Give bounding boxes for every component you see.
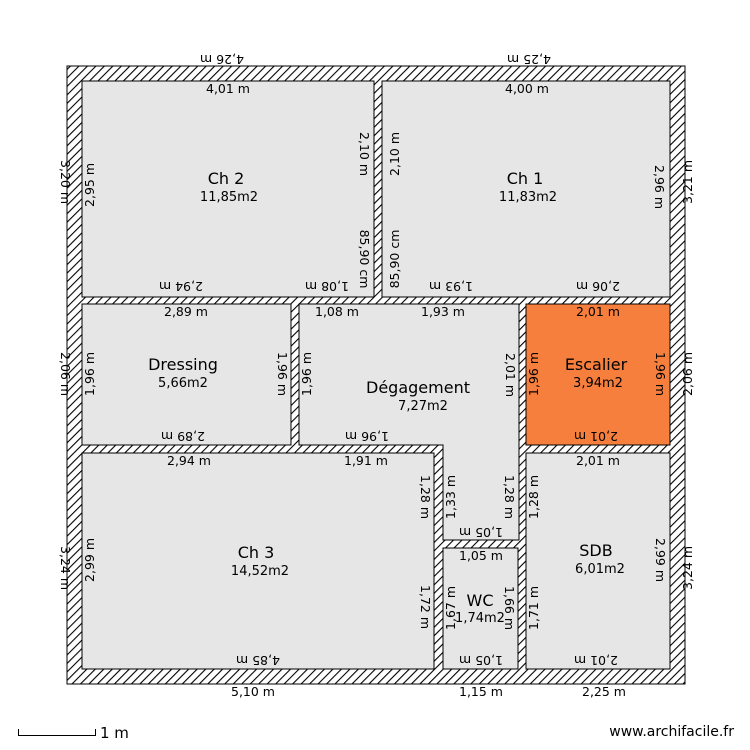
dim-ch3-top-b: 1,91 m bbox=[344, 453, 388, 468]
room-dressing[interactable] bbox=[81, 303, 292, 446]
dim-sdb-top: 2,01 m bbox=[576, 453, 620, 468]
dim-wc-bottom: 1,05 m bbox=[459, 653, 503, 668]
ch1-name: Ch 1 bbox=[507, 169, 544, 188]
dim-ch1-left-b: 85,90 cm bbox=[387, 230, 402, 289]
dim-wc-top: 1,05 m bbox=[459, 548, 503, 563]
dim-sdb-left-b: 1,71 m bbox=[526, 586, 541, 630]
dim-ch3-bottom: 4,85 m bbox=[236, 653, 280, 668]
dim-ch1-bottom-b: 2,06 m bbox=[576, 279, 620, 294]
escalier-name: Escalier bbox=[565, 355, 628, 374]
dim-outer-bottom-mid: 1,15 m bbox=[459, 684, 503, 699]
dim-outer-right-mid: 2,06 m bbox=[680, 352, 695, 396]
room-ch2[interactable] bbox=[81, 80, 375, 298]
dim-deg-top-b: 1,93 m bbox=[421, 304, 465, 319]
dim-ch2-top: 4,01 m bbox=[206, 81, 250, 96]
dim-deg-top-a: 1,08 m bbox=[315, 304, 359, 319]
dim-ch2-left: 2,95 m bbox=[82, 163, 97, 207]
dim-esc-left: 1,96 m bbox=[526, 352, 541, 396]
sdb-area: 6,01m2 bbox=[575, 562, 625, 577]
dim-ch1-bottom-a: 1,93 m bbox=[429, 279, 473, 294]
escalier-area: 3,94m2 bbox=[573, 376, 623, 391]
dim-sdb-right: 2,99 m bbox=[653, 538, 668, 582]
ch3-area: 14,52m2 bbox=[231, 564, 289, 579]
room-ch1[interactable] bbox=[381, 80, 671, 298]
wc-name: WC bbox=[467, 591, 494, 610]
dim-ch2-right-b: 85,90 cm bbox=[357, 230, 372, 289]
dim-corridor-bottom: 1,05 m bbox=[459, 525, 503, 540]
dim-deg-right: 2,01 m bbox=[503, 353, 518, 397]
ch2-name: Ch 2 bbox=[208, 169, 245, 188]
dim-outer-top-right: 4,25 m bbox=[507, 52, 551, 67]
dim-dressing-left: 1,96 m bbox=[82, 352, 97, 396]
scale-bar bbox=[18, 729, 96, 736]
dim-deg-left: 1,96 m bbox=[299, 352, 314, 396]
dim-ch2-bottom-b: 1,08 m bbox=[305, 279, 349, 294]
dim-outer-bottom-right: 2,25 m bbox=[582, 684, 626, 699]
ch2-area: 11,85m2 bbox=[200, 190, 258, 205]
degagement-area: 7,27m2 bbox=[398, 399, 448, 414]
dim-ch3-right-b: 1,72 m bbox=[418, 585, 433, 629]
wc-area: 1,74m2 bbox=[455, 611, 505, 626]
archifacile-watermark: www.archifacile.fr bbox=[609, 724, 734, 740]
dim-ch2-bottom-a: 2,94 m bbox=[159, 279, 203, 294]
dim-corridor-right: 1,28 m bbox=[502, 475, 517, 519]
dim-ch1-right: 2,96 m bbox=[652, 165, 667, 209]
dim-ch3-top-a: 2,94 m bbox=[167, 453, 211, 468]
room-escalier[interactable] bbox=[525, 303, 671, 446]
dim-ch1-top: 4,00 m bbox=[505, 81, 549, 96]
room-wc[interactable] bbox=[442, 547, 519, 670]
scale-label: 1 m bbox=[100, 724, 129, 742]
dim-ch3-right-a: 1,28 m bbox=[418, 475, 433, 519]
dim-corridor-left: 1,33 m bbox=[443, 475, 458, 519]
dim-outer-left-top: 3,20 m bbox=[58, 160, 73, 204]
dim-outer-left-bottom: 3,24 m bbox=[58, 546, 73, 590]
dim-dressing-right: 1,96 m bbox=[275, 352, 290, 396]
dim-dressing-top: 2,89 m bbox=[164, 304, 208, 319]
dim-ch2-right-a: 2,10 m bbox=[357, 132, 372, 176]
dim-esc-right: 1,96 m bbox=[653, 352, 668, 396]
room-sdb[interactable] bbox=[525, 452, 671, 670]
dim-wc-left: 1,67 m bbox=[443, 586, 458, 630]
dim-outer-right-top: 3,21 m bbox=[680, 160, 695, 204]
dressing-name: Dressing bbox=[148, 355, 218, 374]
dim-outer-right-bottom: 3,24 m bbox=[680, 546, 695, 590]
dim-esc-top: 2,01 m bbox=[576, 304, 620, 319]
ch1-area: 11,83m2 bbox=[499, 190, 557, 205]
dressing-area: 5,66m2 bbox=[158, 376, 208, 391]
dim-ch3-left: 2,99 m bbox=[82, 538, 97, 582]
dim-outer-bottom-left: 5,10 m bbox=[231, 684, 275, 699]
dim-sdb-bottom: 2,01 m bbox=[574, 653, 618, 668]
dim-esc-bottom: 2,01 m bbox=[574, 429, 618, 444]
room-ch3[interactable] bbox=[81, 452, 435, 670]
dim-sdb-left-a: 1,28 m bbox=[526, 475, 541, 519]
room-degagement[interactable] bbox=[298, 303, 520, 541]
ch3-name: Ch 3 bbox=[238, 543, 275, 562]
degagement-name: Dégagement bbox=[366, 378, 470, 397]
dim-wc-right: 1,66 m bbox=[502, 586, 517, 630]
dim-outer-top-left: 4,26 m bbox=[200, 52, 244, 67]
dim-ch1-left-a: 2,10 m bbox=[387, 132, 402, 176]
dim-outer-left-mid: 2,06 m bbox=[58, 352, 73, 396]
sdb-name: SDB bbox=[579, 541, 612, 560]
dim-dressing-bottom: 2,89 m bbox=[161, 429, 205, 444]
dim-deg-bottom: 1,96 m bbox=[345, 429, 389, 444]
